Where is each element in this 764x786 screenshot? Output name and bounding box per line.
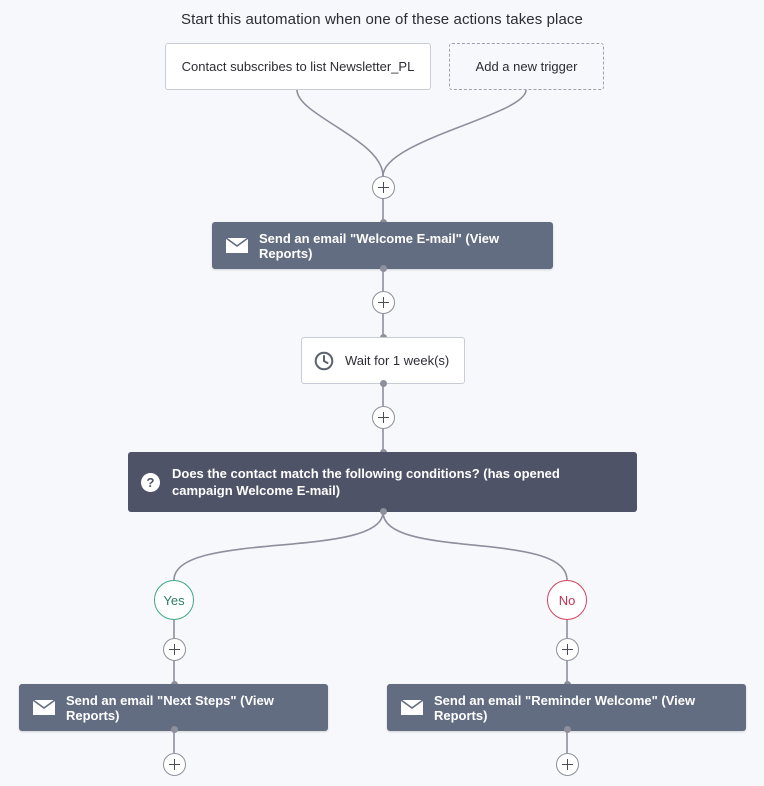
automation-heading: Start this automation when one of these … xyxy=(181,11,583,28)
connector-dot xyxy=(171,726,178,733)
wait-label: Wait for 1 week(s) xyxy=(345,353,450,368)
connector-branch-yes xyxy=(173,511,384,581)
send-next-steps-email-label: Send an email "Next Steps" (View Reports… xyxy=(66,692,274,723)
connector-branch-no xyxy=(382,511,568,581)
question-icon: ? xyxy=(141,472,160,492)
wait-step[interactable]: Wait for 1 week(s) xyxy=(301,337,465,384)
connector-dot xyxy=(380,380,387,387)
add-step-button[interactable] xyxy=(372,291,395,314)
add-step-button[interactable] xyxy=(372,406,395,429)
add-step-button-no-end[interactable] xyxy=(556,753,579,776)
trigger-subscribe-newsletter[interactable]: Contact subscribes to list Newsletter_PL xyxy=(165,43,431,90)
connector-dot xyxy=(380,265,387,272)
trigger-label: Contact subscribes to list Newsletter_PL xyxy=(181,59,415,74)
connector-trigger-1 xyxy=(296,89,384,177)
send-welcome-email-step[interactable]: Send an email "Welcome E-mail" (View Rep… xyxy=(212,222,553,269)
add-trigger-label: Add a new trigger xyxy=(475,59,578,74)
mail-icon xyxy=(401,700,423,715)
send-next-steps-email-step[interactable]: Send an email "Next Steps" (View Reports… xyxy=(19,684,328,731)
send-reminder-welcome-email-step[interactable]: Send an email "Reminder Welcome" (View R… xyxy=(387,684,746,731)
add-step-button[interactable] xyxy=(372,176,395,199)
connector-dot xyxy=(564,726,571,733)
connector-dot xyxy=(380,508,387,515)
send-welcome-email-label: Send an email "Welcome E-mail" (View Rep… xyxy=(259,230,500,261)
add-step-button-no[interactable] xyxy=(556,638,579,661)
add-step-button-yes-end[interactable] xyxy=(163,753,186,776)
send-reminder-welcome-email-label: Send an email "Reminder Welcome" (View R… xyxy=(434,692,696,723)
add-step-button-yes[interactable] xyxy=(163,638,186,661)
connector-trigger-2 xyxy=(382,89,527,177)
branch-no-badge: No xyxy=(547,580,587,620)
mail-icon xyxy=(33,700,55,715)
mail-icon xyxy=(226,238,248,253)
add-trigger-button[interactable]: Add a new trigger xyxy=(449,43,604,90)
clock-icon xyxy=(314,351,334,371)
condition-label: Does the contact match the following con… xyxy=(172,466,560,498)
branch-yes-badge: Yes xyxy=(154,580,194,620)
condition-step[interactable]: ? Does the contact match the following c… xyxy=(128,452,637,512)
